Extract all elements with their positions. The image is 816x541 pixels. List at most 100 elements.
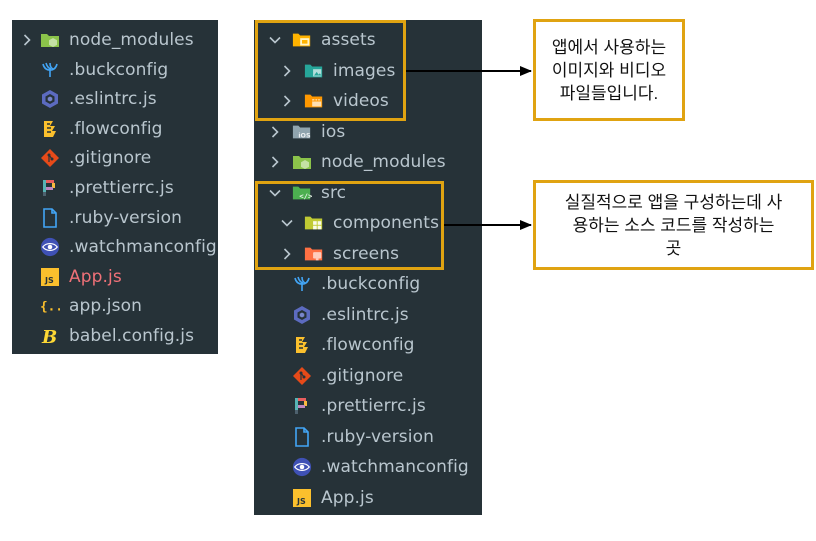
folder-row[interactable]: iOS ios [254, 117, 482, 147]
item-label: babel.config.js [69, 326, 195, 346]
watchman-icon [292, 457, 312, 477]
file-row[interactable]: .flowconfig [254, 330, 482, 360]
item-label: src [321, 182, 347, 203]
folder-images-icon [304, 61, 324, 81]
assets-highlight-box [255, 20, 406, 121]
svg-text:iOS: iOS [298, 132, 311, 139]
file-row[interactable]: .ruby-version [12, 203, 218, 233]
item-label: .watchmanconfig [321, 457, 469, 477]
item-label: ios [321, 121, 346, 142]
chevron-down-icon[interactable] [280, 216, 294, 230]
js-icon: JS [40, 267, 60, 287]
folder-row[interactable]: videos [254, 86, 482, 116]
file-row[interactable]: .prettierrc.js [254, 391, 482, 421]
folder-node-icon [40, 30, 60, 50]
file-row[interactable]: .buckconfig [12, 55, 218, 85]
file-row[interactable]: .eslintrc.js [12, 84, 218, 114]
file-row[interactable]: JS App.js [254, 483, 482, 513]
flow-icon [40, 119, 60, 139]
item-label: .eslintrc.js [321, 304, 409, 325]
src-callout-text: 실질적으로 앱을 구성하는데 사 용하는 소스 코드를 작성하는 곳 [564, 192, 783, 258]
file-icon [40, 207, 60, 228]
folder-src-icon: </> [292, 183, 312, 203]
folder-row[interactable]: screens [254, 239, 482, 269]
item-label: node_modules [69, 30, 194, 50]
folder-node-icon [292, 152, 312, 172]
folder-videos-icon [304, 91, 324, 111]
chevron-right-icon[interactable] [280, 247, 294, 261]
item-label: components [333, 213, 440, 233]
folder-screens-icon [304, 244, 324, 264]
file-row[interactable]: {..} app.json [12, 291, 218, 321]
folder-row[interactable]: components [254, 208, 482, 238]
file-icon [292, 426, 312, 447]
item-label: .prettierrc.js [321, 396, 426, 416]
js-icon: JS [292, 488, 312, 508]
svg-text:B: B [41, 327, 57, 346]
item-label: node_modules [321, 152, 446, 172]
buck-icon [40, 60, 60, 80]
eslint-icon [40, 89, 60, 109]
assets-callout-text: 앱에서 사용하는 이미지와 비디오 파일들입니다. [551, 37, 667, 103]
item-label: App.js [69, 266, 122, 287]
chevron-right-icon[interactable] [280, 64, 294, 78]
prettier-icon [292, 396, 312, 416]
folder-components-icon [304, 213, 324, 233]
svg-text:{..}: {..} [40, 299, 60, 314]
item-label: .watchmanconfig [69, 237, 217, 258]
file-row[interactable]: .ruby-version [254, 422, 482, 452]
file-row[interactable]: .prettierrc.js [12, 173, 218, 203]
chevron-down-icon[interactable] [268, 186, 282, 200]
src-highlight-box [255, 181, 444, 270]
file-row[interactable]: .eslintrc.js [254, 300, 482, 330]
svg-text:</>: </> [299, 191, 312, 200]
file-row[interactable]: .watchmanconfig [12, 232, 218, 262]
chevron-right-icon[interactable] [268, 155, 282, 169]
file-row[interactable]: .buckconfig [254, 269, 482, 299]
item-label: .flowconfig [69, 118, 163, 139]
item-label: screens [333, 243, 400, 264]
item-label: videos [333, 91, 389, 111]
folder-ios-icon: iOS [292, 122, 312, 142]
buck-icon [292, 274, 312, 294]
item-label: app.json [69, 296, 142, 317]
svg-text:JS: JS [296, 497, 306, 506]
item-label: .buckconfig [69, 59, 169, 80]
folder-row[interactable]: images [254, 56, 482, 86]
item-label: .buckconfig [321, 274, 421, 294]
item-label: images [333, 60, 396, 81]
item-label: assets [321, 30, 376, 50]
file-row[interactable]: JS App.js [12, 262, 218, 292]
chevron-right-icon[interactable] [280, 94, 294, 108]
git-icon [292, 366, 312, 386]
item-label: .prettierrc.js [69, 178, 174, 198]
file-row[interactable]: .flowconfig [12, 114, 218, 144]
file-tree-panel-left: node_modules .buckconfig .eslintrc.js .flow… [12, 20, 218, 354]
item-label: .gitignore [69, 148, 152, 169]
file-row[interactable]: .gitignore [254, 361, 482, 391]
svg-text:JS: JS [44, 276, 54, 285]
file-row[interactable]: .gitignore [12, 143, 218, 173]
item-label: App.js [321, 487, 374, 508]
watchman-icon [40, 237, 60, 257]
folder-row[interactable]: </> src [254, 178, 482, 208]
git-icon [40, 148, 60, 168]
flow-icon [292, 335, 312, 355]
file-row[interactable]: .watchmanconfig [254, 452, 482, 482]
src-callout: 실질적으로 앱을 구성하는데 사 용하는 소스 코드를 작성하는 곳 [533, 180, 814, 270]
prettier-icon [40, 178, 60, 198]
json-icon: {..} [40, 296, 60, 316]
eslint-icon [292, 305, 312, 325]
item-label: .eslintrc.js [69, 89, 157, 110]
folder-row[interactable]: assets [254, 25, 482, 55]
folder-assets-icon [292, 30, 312, 50]
folder-row[interactable]: node_modules [12, 25, 218, 55]
chevron-right-icon[interactable] [20, 33, 34, 47]
chevron-right-icon[interactable] [268, 125, 282, 139]
folder-row[interactable]: node_modules [254, 147, 482, 177]
assets-callout: 앱에서 사용하는 이미지와 비디오 파일들입니다. [533, 19, 685, 121]
item-label: .ruby-version [69, 207, 182, 228]
chevron-down-icon[interactable] [268, 33, 282, 47]
